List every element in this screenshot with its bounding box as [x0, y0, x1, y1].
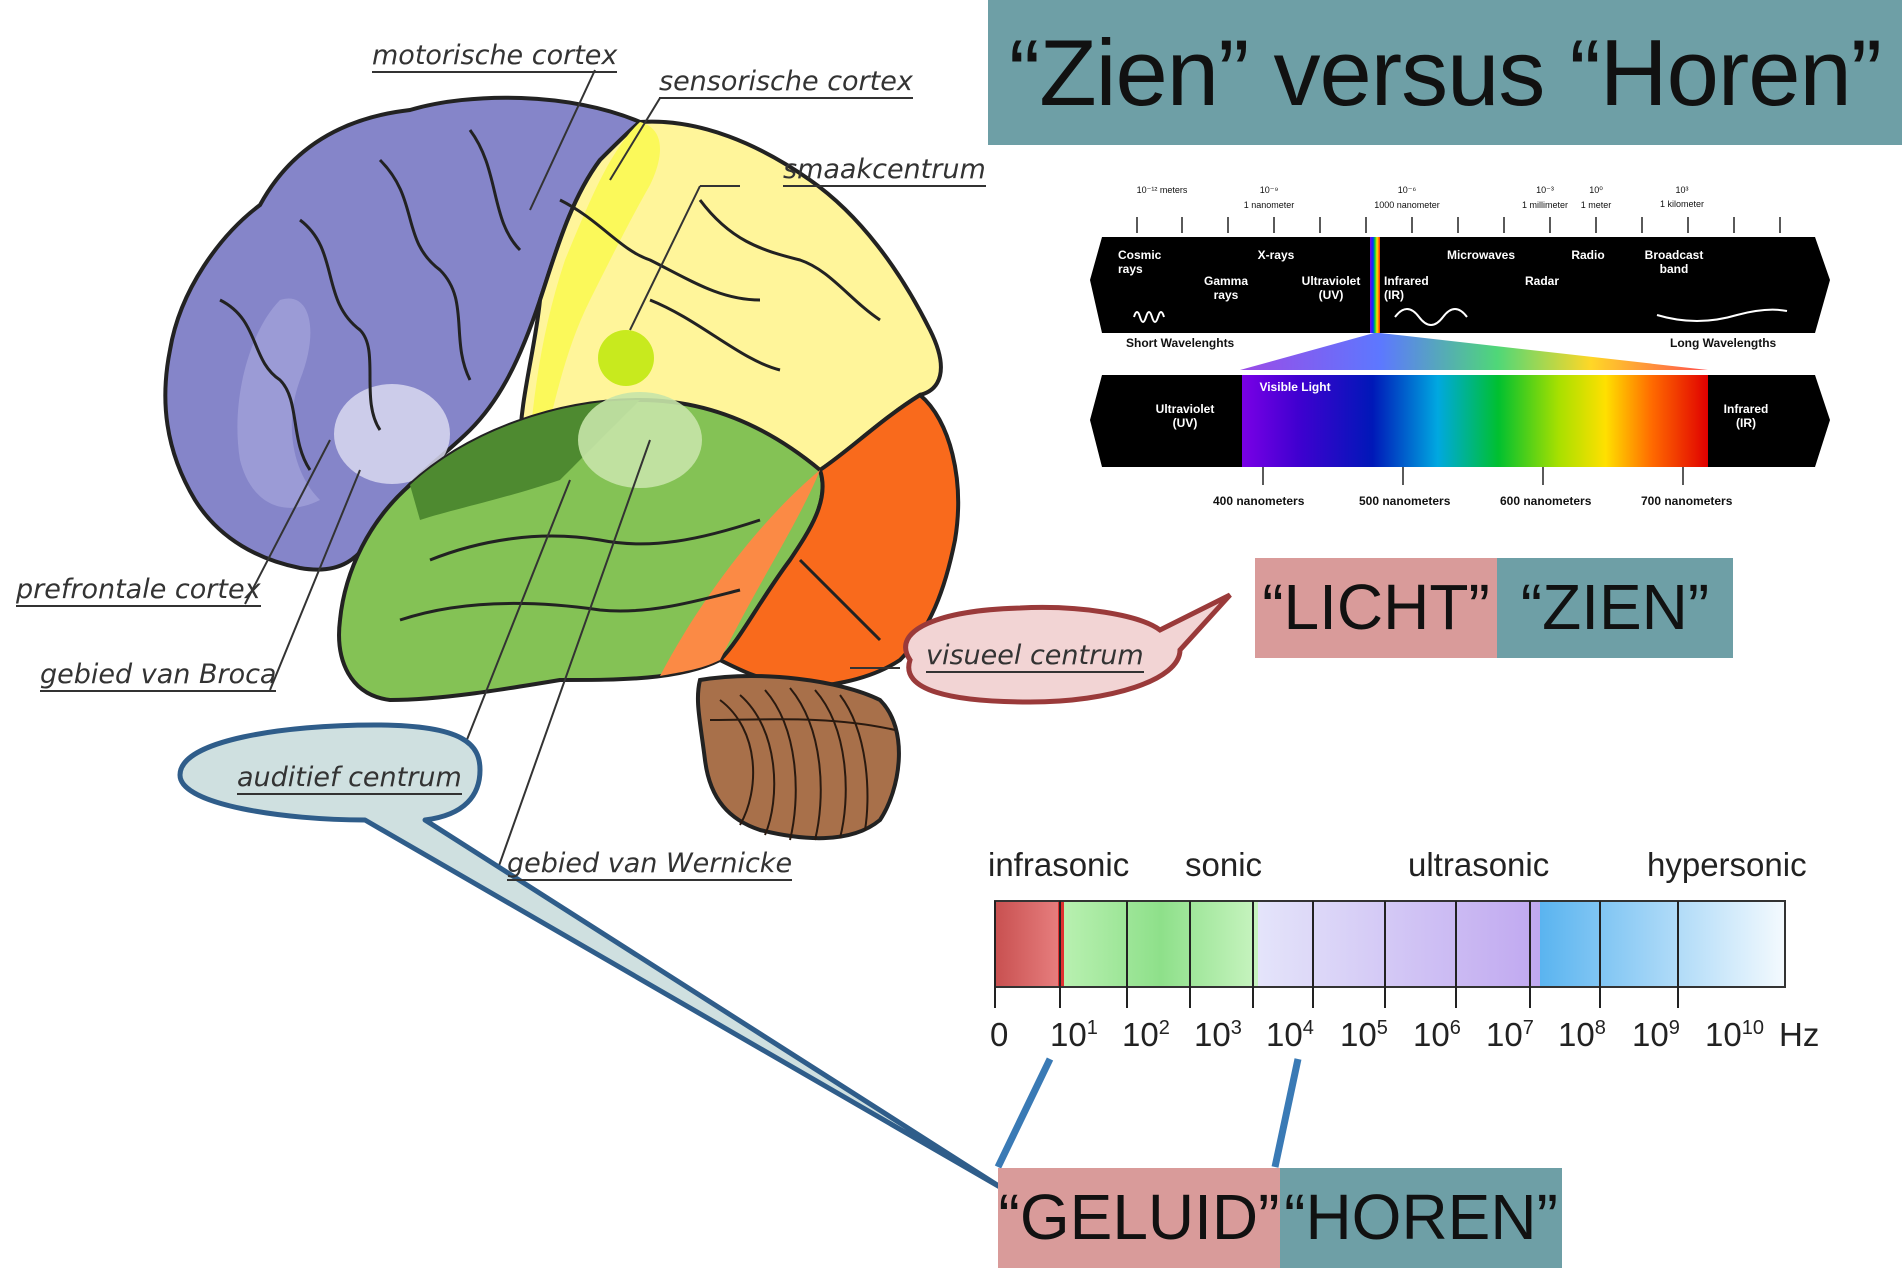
visible-light-label: Visible Light	[1259, 380, 1331, 394]
freq-tick-3: 103	[1194, 1016, 1242, 1054]
band-cosmic-rays: Cosmic rays	[1118, 248, 1162, 276]
label-sensory-cortex: sensorische cortex	[659, 66, 913, 99]
em-scale-label-3: 10⁻⁶ 1000 nanometer	[1362, 185, 1452, 210]
freq-tick-9: 109	[1632, 1016, 1680, 1054]
audible-range-bracket	[994, 1057, 1302, 1169]
freq-tick-4: 104	[1266, 1016, 1314, 1054]
tick-exponent: 6	[1449, 1017, 1461, 1039]
em-scale-power: 10⁻⁹	[1259, 185, 1279, 195]
visible-ir-label: Infrared (IR)	[1723, 402, 1769, 430]
tick-base: 10	[1340, 1016, 1377, 1053]
tick-base: 10	[1486, 1016, 1523, 1053]
label-auditory-center: auditief centrum	[237, 762, 462, 795]
tick-base: 10	[1632, 1016, 1669, 1053]
label-visual-center: visueel centrum	[926, 640, 1144, 673]
tick-400nm: 400 nanometers	[1213, 494, 1305, 508]
freq-tick-2: 102	[1122, 1016, 1170, 1054]
em-scale-label-5: 10⁰ 1 meter	[1566, 185, 1626, 210]
sound-box-left	[998, 1168, 1280, 1268]
label-motor-cortex: motorische cortex	[372, 40, 618, 73]
category-ultrasonic: ultrasonic	[1408, 846, 1550, 883]
long-wavelengths-label: Long Wavelengths	[1670, 336, 1777, 350]
visible-uv-label: Ultraviolet (UV)	[1155, 402, 1215, 430]
category-hypersonic: hypersonic	[1647, 846, 1807, 883]
label-taste-center: smaakcentrum	[783, 154, 986, 187]
band-radio: Radio	[1571, 248, 1605, 262]
freq-tick-6: 106	[1413, 1016, 1461, 1054]
label-prefrontal-cortex: prefrontale cortex	[16, 574, 261, 607]
freq-tick-10: 1010	[1705, 1016, 1764, 1054]
em-scale-power: 10⁰	[1589, 185, 1603, 195]
band-gamma-rays: Gamma rays	[1203, 274, 1249, 302]
short-wavelengths-label: Short Wavelenghts	[1126, 336, 1235, 350]
sound-label: “GELUID”	[998, 1181, 1280, 1253]
tick-base: 10	[1413, 1016, 1450, 1053]
em-scale-label-6: 10³ 1 kilometer	[1642, 185, 1722, 209]
em-scale-label-1: 10⁻¹² meters	[1122, 185, 1202, 196]
sound-spectrum-bar	[994, 900, 1786, 1008]
light-box-right	[1497, 558, 1733, 658]
category-sonic: sonic	[1185, 846, 1263, 883]
em-scale-power: 10⁻¹² meters	[1136, 185, 1188, 195]
cerebellum	[695, 674, 901, 841]
em-scale-name: 1000 nanometer	[1374, 200, 1440, 210]
category-infrasonic: infrasonic	[988, 846, 1130, 883]
tick-base: 0	[990, 1016, 1009, 1053]
tick-exponent: 2	[1158, 1017, 1170, 1039]
tick-exponent: 7	[1522, 1017, 1534, 1039]
em-scale-name: 1 millimeter	[1521, 200, 1568, 210]
freq-tick-7: 107	[1486, 1016, 1534, 1054]
tick-exponent: 5	[1376, 1017, 1388, 1039]
tick-600nm: 600 nanometers	[1500, 494, 1592, 508]
band-radar: Radar	[1524, 274, 1559, 288]
auditory-bubble	[177, 722, 1008, 1193]
em-scale-name: 1 kilometer	[1659, 199, 1704, 209]
sound-box-right	[1280, 1168, 1562, 1268]
tick-exponent: 1	[1086, 1017, 1098, 1039]
label-wernicke-area: gebied van Wernicke	[507, 848, 793, 881]
tick-base: 10	[1558, 1016, 1595, 1053]
brain-illustration	[163, 69, 961, 878]
title-bar	[988, 0, 1902, 145]
see-label: “ZIEN”	[1520, 571, 1710, 643]
light-label: “LICHT”	[1262, 571, 1490, 643]
tick-exponent: 4	[1302, 1017, 1314, 1039]
tick-500nm: 500 nanometers	[1359, 494, 1451, 508]
page-title: “Zien” versus “Horen”	[1008, 20, 1882, 125]
band-broadcast: Broadcast band	[1644, 248, 1704, 276]
tick-base: 10	[1194, 1016, 1231, 1053]
tick-base: 10	[1122, 1016, 1159, 1053]
band-microwaves: Microwaves	[1446, 248, 1516, 262]
em-scale-power: 10³	[1675, 185, 1689, 195]
band-xrays: X-rays	[1257, 248, 1295, 262]
em-scale-name: 1 nanometer	[1243, 200, 1295, 210]
em-scale-power: 10⁻³	[1536, 185, 1554, 195]
tick-base: 10	[1050, 1016, 1087, 1053]
tick-exponent: 10	[1741, 1017, 1764, 1039]
band-infrared: Infrared (IR)	[1384, 274, 1429, 302]
freq-tick-8: 108	[1558, 1016, 1606, 1054]
freq-unit: Hz	[1779, 1016, 1820, 1053]
light-box-left	[1255, 558, 1497, 658]
freq-tick-0: 0	[990, 1016, 1008, 1054]
em-scale-name: 1 meter	[1580, 200, 1612, 210]
tick-base: 10	[1705, 1016, 1742, 1053]
em-scale-label-2: 10⁻⁹ 1 nanometer	[1229, 185, 1309, 210]
tick-exponent: 9	[1668, 1017, 1680, 1039]
em-spectrum-graphic	[1090, 217, 1830, 485]
tick-700nm: 700 nanometers	[1641, 494, 1733, 508]
em-scale-label-4: 10⁻³ 1 millimeter	[1505, 185, 1585, 210]
em-scale-power: 10⁻⁶	[1397, 185, 1417, 195]
tick-exponent: 8	[1594, 1017, 1606, 1039]
band-ultraviolet: Ultraviolet (UV)	[1301, 274, 1361, 302]
label-broca-area: gebied van Broca	[40, 659, 277, 692]
freq-tick-5: 105	[1340, 1016, 1388, 1054]
visual-bubble	[903, 592, 1232, 705]
tick-exponent: 3	[1230, 1017, 1242, 1039]
tick-base: 10	[1266, 1016, 1303, 1053]
hear-label: “HOREN”	[1284, 1181, 1558, 1253]
freq-tick-1: 101	[1050, 1016, 1098, 1054]
